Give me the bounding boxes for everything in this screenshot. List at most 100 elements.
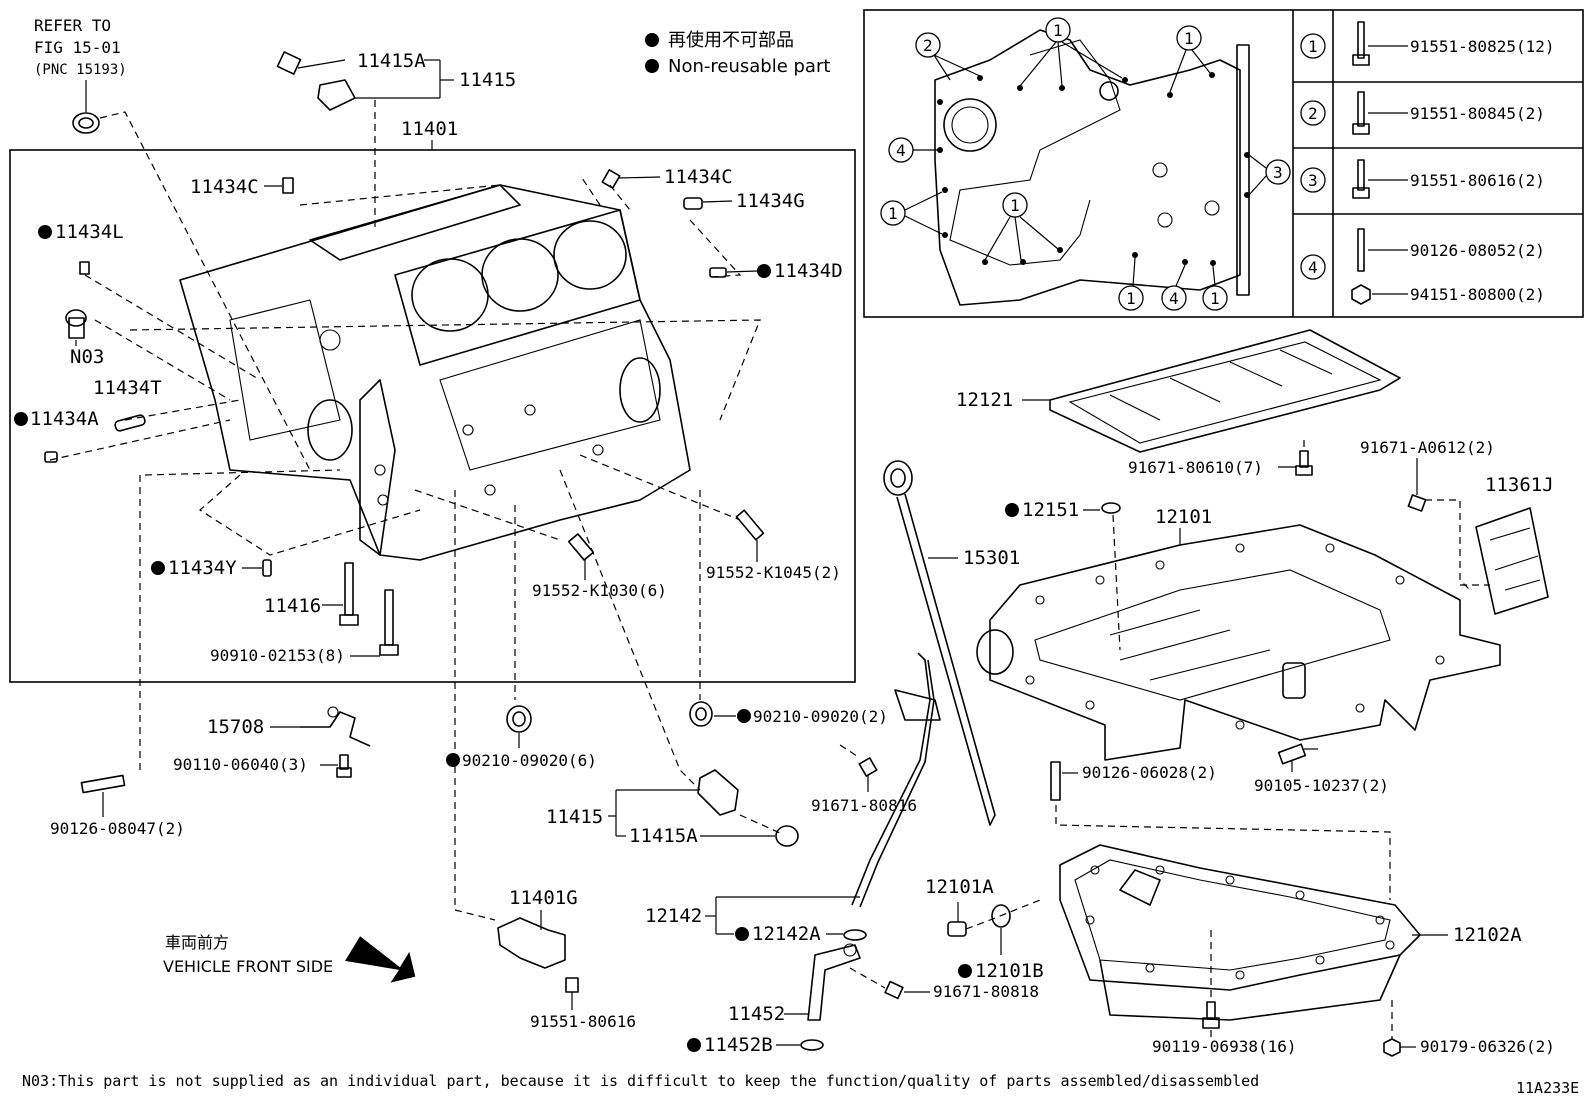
label-11401G: 11401G xyxy=(509,887,578,909)
pin-icon xyxy=(114,414,146,432)
knock-sensor-icon xyxy=(697,769,799,847)
label-90126-06028: 90126-06028(2) xyxy=(1082,763,1217,782)
bolt-icon xyxy=(379,589,399,656)
timing-cover-icon xyxy=(934,29,1250,306)
label-91552-K1030: 91552-K1030(6) xyxy=(532,581,667,600)
label-90119-06938: 90119-06938(16) xyxy=(1152,1037,1297,1056)
crank-position-sensor-icon xyxy=(497,910,566,969)
callout-1: 1 xyxy=(1210,289,1220,308)
nut-icon xyxy=(1383,1000,1401,1057)
refer-line-3: (PNC 15193) xyxy=(34,62,127,78)
inset-frame xyxy=(863,9,1584,318)
dipstick-icon xyxy=(883,460,996,826)
label-11434A: 11434A xyxy=(30,408,99,430)
label-N03: N03 xyxy=(70,346,104,368)
label-11434G: 11434G xyxy=(736,190,805,212)
callout-2: 2 xyxy=(923,36,933,55)
row-part-1: 91551-80825(12) xyxy=(1410,37,1555,56)
label-11415-top: 11415 xyxy=(459,69,516,91)
refer-line-1: REFER TO xyxy=(34,16,111,35)
bolt-icon xyxy=(1295,440,1313,476)
baffle-plate-icon xyxy=(1049,329,1401,453)
callout-1: 1 xyxy=(1126,289,1136,308)
bracket-15708-icon xyxy=(300,706,371,747)
label-15301: 15301 xyxy=(963,547,1020,569)
label-11434T: 11434T xyxy=(93,377,162,399)
label-11434D: 11434D xyxy=(774,260,843,282)
label-11434C-left: 11434C xyxy=(190,176,259,198)
callout-3: 3 xyxy=(1273,163,1283,182)
label-11415-bot: 11415 xyxy=(546,806,603,828)
o-ring-icon xyxy=(843,929,867,941)
cylinder-block-icon xyxy=(179,184,691,561)
row-index-4: 4 xyxy=(1308,258,1318,277)
inset-callouts: 2 1 1 4 3 1 1 1 4 1 xyxy=(880,17,1291,311)
label-91671-80818: 91671-80818 xyxy=(933,982,1039,1001)
callout-4: 4 xyxy=(1169,289,1179,308)
gasket-ring-icon xyxy=(689,701,713,727)
pin-icon xyxy=(262,559,272,577)
bolt-icon xyxy=(1277,743,1307,772)
stud-bolt-icon xyxy=(80,774,126,817)
label-11452B: 11452B xyxy=(704,1034,773,1056)
dipstick-guide-icon xyxy=(851,652,941,908)
callout-1: 1 xyxy=(1184,29,1194,48)
dipstick-tube-icon xyxy=(807,943,861,1021)
stud-bolt-icon xyxy=(1357,228,1365,272)
refer-line-2: FIG 15-01 xyxy=(34,38,121,57)
knock-sensor-icon xyxy=(276,51,440,111)
o-ring-icon xyxy=(800,1039,824,1051)
non-reusable-dot-icon xyxy=(645,59,659,73)
non-reusable-dot-icon xyxy=(645,33,659,47)
label-90110-06040: 90110-06040(3) xyxy=(173,755,308,774)
bolt-icon xyxy=(1202,930,1220,1029)
label-91671-80816: 91671-80816 xyxy=(811,796,917,815)
o-ring-icon xyxy=(1101,502,1121,514)
label-12102A: 12102A xyxy=(1453,924,1522,946)
label-12121: 12121 xyxy=(956,389,1013,411)
bolt-icon xyxy=(565,977,579,1010)
label-91671-80610: 91671-80610(7) xyxy=(1128,458,1263,477)
bolt-icon xyxy=(339,562,359,626)
bolt-table: 1 91551-80825(12) 2 91551-80845(2) 3 915… xyxy=(1300,21,1555,305)
label-11452: 11452 xyxy=(728,1003,785,1025)
bolt-icon xyxy=(567,533,595,561)
bolt-icon xyxy=(1352,21,1370,66)
label-90105-10237: 90105-10237(2) xyxy=(1254,776,1389,795)
label-11434L: 11434L xyxy=(55,221,124,243)
dowel-pin-icon xyxy=(282,177,294,194)
n03-plug-icon xyxy=(65,309,87,339)
row-index-2: 2 xyxy=(1308,104,1318,123)
refer-note: REFER TO FIG 15-01 (PNC 15193) xyxy=(34,16,127,78)
bolt-icon xyxy=(1352,91,1370,135)
oil-pan-no2-icon xyxy=(1059,844,1421,1021)
footnote: N03:This part is not supplied as an indi… xyxy=(22,1072,1259,1090)
pin-icon xyxy=(44,451,58,463)
legend: 再使用不可部品 Non-reusable part xyxy=(645,30,830,77)
drain-plug-icon xyxy=(947,902,967,937)
label-12142: 12142 xyxy=(645,905,702,927)
row-part-4a: 90126-08052(2) xyxy=(1410,241,1545,260)
label-90179-06326: 90179-06326(2) xyxy=(1420,1037,1555,1056)
label-11415A-bot: 11415A xyxy=(629,825,698,847)
label-12142A: 12142A xyxy=(752,923,821,945)
label-12101B: 12101B xyxy=(975,960,1044,982)
callout-1: 1 xyxy=(888,204,898,223)
bolt-icon xyxy=(1352,159,1370,199)
oil-baffle-plate-icon xyxy=(1475,507,1549,615)
callout-1: 1 xyxy=(1053,21,1063,40)
label-11361J: 11361J xyxy=(1485,474,1554,496)
legend-jp: 再使用不可部品 xyxy=(668,30,794,51)
gasket-ring-icon xyxy=(991,904,1011,928)
label-11415A-top: 11415A xyxy=(357,50,426,72)
bolt-icon xyxy=(884,980,904,1000)
row-part-2: 91551-80845(2) xyxy=(1410,104,1545,123)
stud-bolt-icon xyxy=(1050,761,1061,801)
dowel-pin-icon xyxy=(601,169,621,189)
legend-en: Non-reusable part xyxy=(668,56,830,77)
gasket-ring-icon xyxy=(506,705,532,748)
callout-1: 1 xyxy=(1010,196,1020,215)
label-11416: 11416 xyxy=(264,595,321,617)
label-12101: 12101 xyxy=(1155,506,1212,528)
plug-icon xyxy=(709,267,727,278)
